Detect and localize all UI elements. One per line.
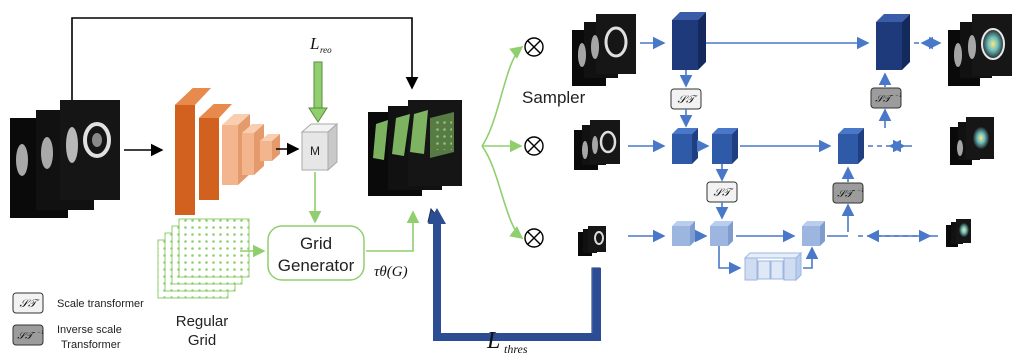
grid-generator: Grid Generator — [267, 225, 365, 281]
regular-grid: Regular Grid — [157, 218, 250, 349]
cube-row1-encoder — [672, 12, 706, 70]
branch-arrow-top — [481, 46, 524, 147]
st-box-2-label: 𝒮𝒯 — [714, 187, 735, 199]
legend-st-inv-swatch-label: 𝒮𝒯 — [17, 331, 36, 342]
l-thres-subscript: thres — [504, 342, 528, 356]
sampled-crop-large — [572, 14, 636, 86]
legend: 𝒮𝒯 Scale transformer 𝒮𝒯 −1 Inverse scale… — [12, 292, 144, 351]
module-m: M — [300, 122, 339, 172]
sampler-label: Sampler — [522, 88, 586, 107]
warped-image-stack — [368, 100, 462, 196]
l-thres-symbol: L — [486, 328, 500, 354]
st-box-1-label: 𝒮𝒯 — [678, 94, 699, 106]
legend-st-swatch — [12, 292, 44, 314]
st-inv-box-2-sup: −1 — [857, 188, 864, 194]
localization-cnn — [175, 88, 280, 215]
legend-st-inv-label-line1: Inverse scale — [57, 324, 122, 336]
cube-row2-a — [672, 128, 698, 164]
multiply-op-top — [524, 37, 544, 57]
tau-theta-label: τθ(G) — [374, 264, 408, 280]
cube-row2-decoder — [838, 128, 864, 164]
multiply-op-bottom — [524, 228, 544, 248]
legend-st-inv-swatch-sup: −1 — [37, 330, 44, 336]
multiply-op-mid — [524, 136, 544, 156]
sampled-crop-small — [578, 226, 606, 256]
module-m-label: M — [310, 144, 320, 158]
input-image-stack — [10, 100, 120, 218]
legend-st-inv-label-line2: Transformer — [61, 339, 121, 351]
cube-row3-b — [710, 221, 733, 246]
l-reo-symbol: L — [309, 34, 319, 53]
regular-grid-label-line1: Regular — [176, 313, 229, 330]
output-crop-large — [948, 14, 1012, 86]
bottleneck-block — [743, 251, 803, 282]
cube-row1-decoder — [876, 14, 910, 70]
l-reo-loss: L reo — [308, 34, 332, 123]
st-inv-box-1-label: 𝒮𝒯 — [875, 94, 894, 105]
skip-connection-arrow — [71, 17, 419, 100]
regular-grid-label-line2: Grid — [188, 332, 216, 349]
bottleneck-to-decoder-arrow — [803, 246, 819, 269]
sampled-crop-medium — [574, 120, 620, 170]
grid-generator-line1: Grid — [300, 234, 332, 253]
output-crop-small — [946, 219, 971, 247]
branch-arrow-bottom — [481, 145, 524, 239]
cube-row3-a — [672, 221, 695, 246]
l-reo-subscript: reo — [320, 45, 332, 55]
st-inv-box-2-label: 𝒮𝒯 — [837, 189, 856, 200]
grid-generator-line2: Generator — [278, 256, 355, 275]
st-box-2: 𝒮𝒯 — [706, 181, 738, 203]
generator-to-warped-arrow — [366, 210, 420, 252]
st-box-1: 𝒮𝒯 — [670, 88, 702, 110]
st-inv-box-2: 𝒮𝒯 −1 — [832, 182, 864, 204]
st-inv-box-1: 𝒮𝒯 −1 — [870, 87, 902, 109]
row3-to-bottleneck-arrow — [718, 246, 742, 275]
l-thres-loss: L thres — [427, 207, 601, 356]
legend-st-swatch-label: 𝒮𝒯 — [20, 298, 41, 310]
legend-st-inv-swatch — [12, 324, 44, 346]
cube-row3-decoder — [802, 221, 825, 246]
st-inv-box-1-sup: −1 — [895, 93, 902, 99]
output-crop-medium — [950, 117, 994, 165]
cube-row2-b — [712, 128, 738, 164]
legend-st-label: Scale transformer — [57, 298, 144, 310]
